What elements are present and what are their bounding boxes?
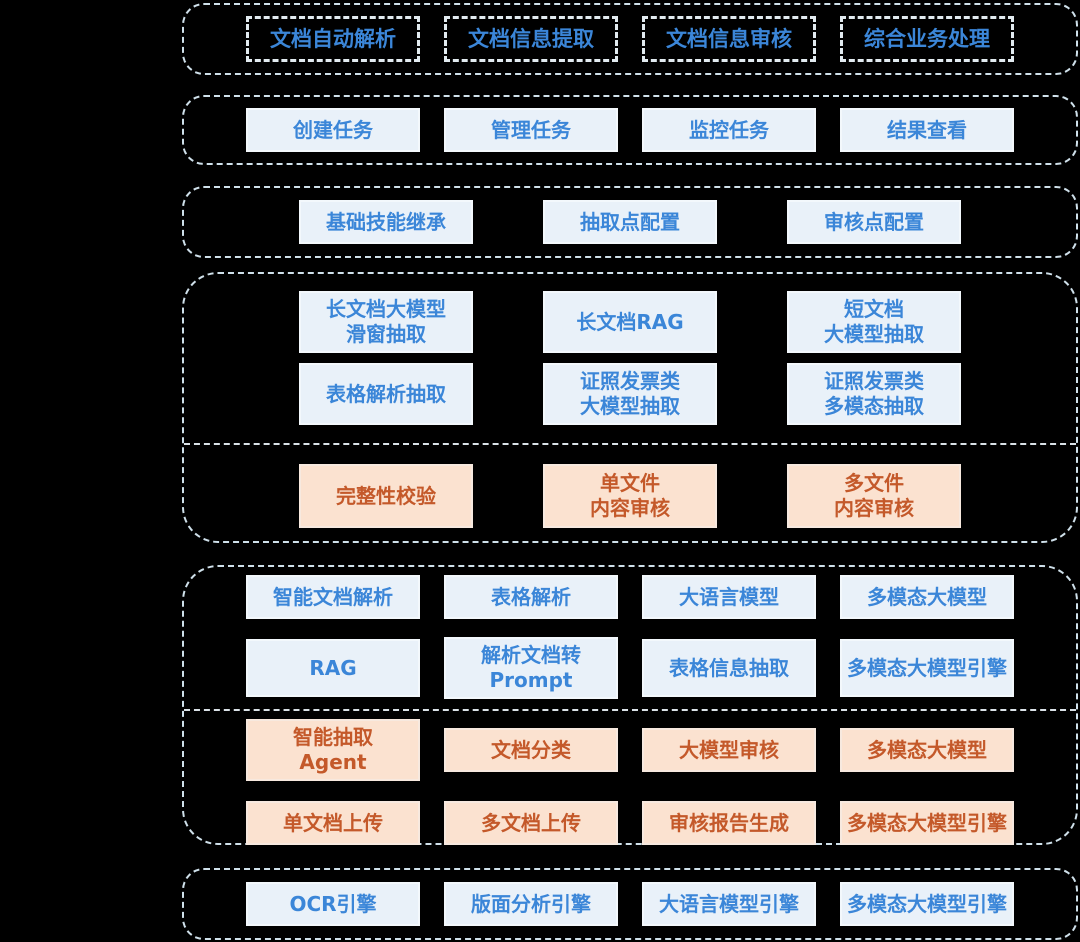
box-ocr-engine: OCR引擎	[246, 882, 420, 926]
row-atomic-4: 单文档上传 多文档上传 审核报告生成 多模态大模型引擎	[184, 801, 1076, 845]
dashed-divider	[184, 443, 1076, 445]
box-general-business-process: 综合业务处理	[840, 16, 1014, 62]
box-multimodal-llm-engine: 多模态大模型引擎	[840, 639, 1014, 697]
box-short-doc-llm-extract: 短文档 大模型抽取	[787, 291, 961, 353]
box-audit-point-config: 审核点配置	[787, 200, 961, 244]
box-smart-doc-parse: 智能文档解析	[246, 575, 420, 619]
box-doc-classify: 文档分类	[444, 728, 618, 772]
layer-extract-audit-skills: 长文档大模型 滑窗抽取 长文档RAG 短文档 大模型抽取 表格解析抽取 证照发票…	[182, 272, 1078, 543]
row-business-scenario: 文档自动解析 文档信息提取 文档信息审核 综合业务处理	[184, 16, 1076, 62]
layer-business-scenario: 文档自动解析 文档信息提取 文档信息审核 综合业务处理	[182, 3, 1078, 75]
box-single-file-content-audit: 单文件 内容审核	[543, 464, 717, 528]
box-audit-report-generate: 审核报告生成	[642, 801, 816, 845]
box-single-doc-upload: 单文档上传	[246, 801, 420, 845]
row-atomic-2: RAG 解析文档转 Prompt 表格信息抽取 多模态大模型引擎	[184, 637, 1076, 699]
box-completeness-check: 完整性校验	[299, 464, 473, 528]
box-multi-file-content-audit: 多文件 内容审核	[787, 464, 961, 528]
box-long-doc-rag: 长文档RAG	[543, 291, 717, 353]
layer-engines: OCR引擎 版面分析引擎 大语言模型引擎 多模态大模型引擎	[182, 868, 1078, 940]
row-audit-skills: 完整性校验 单文件 内容审核 多文件 内容审核	[184, 464, 1076, 528]
box-basic-skill-inherit: 基础技能继承	[299, 200, 473, 244]
box-multimodal-llm-engine-bottom: 多模态大模型引擎	[840, 882, 1014, 926]
box-doc-info-extract: 文档信息提取	[444, 16, 618, 62]
box-multimodal-llm-engine-orange: 多模态大模型引擎	[840, 801, 1014, 845]
box-manage-task: 管理任务	[444, 108, 618, 152]
box-layout-analysis-engine: 版面分析引擎	[444, 882, 618, 926]
box-parse-doc-to-prompt: 解析文档转 Prompt	[444, 637, 618, 699]
diagram-content: 文档自动解析 文档信息提取 文档信息审核 综合业务处理 创建任务	[182, 3, 1078, 940]
box-extract-point-config: 抽取点配置	[543, 200, 717, 244]
box-create-task: 创建任务	[246, 108, 420, 152]
layer-atomic-capabilities: 智能文档解析 表格解析 大语言模型 多模态大模型 RAG 解析文档转 P	[182, 565, 1078, 845]
layer-task-management: 创建任务 管理任务 监控任务 结果查看	[182, 95, 1078, 165]
box-llm-engine: 大语言模型引擎	[642, 882, 816, 926]
box-table-info-extract: 表格信息抽取	[642, 639, 816, 697]
box-llm-audit: 大模型审核	[642, 728, 816, 772]
dashed-divider	[184, 709, 1076, 711]
box-table-parse: 表格解析	[444, 575, 618, 619]
box-doc-auto-parse: 文档自动解析	[246, 16, 420, 62]
box-doc-info-audit: 文档信息审核	[642, 16, 816, 62]
box-cert-invoice-multimodal-extract: 证照发票类 多模态抽取	[787, 363, 961, 425]
row-atomic-1: 智能文档解析 表格解析 大语言模型 多模态大模型	[184, 575, 1076, 619]
row-skill-config: 基础技能继承 抽取点配置 审核点配置	[184, 200, 1076, 244]
box-smart-extract-agent: 智能抽取 Agent	[246, 719, 420, 781]
layer-skill-config: 基础技能继承 抽取点配置 审核点配置	[182, 186, 1078, 258]
box-long-doc-llm-sliding-window-extract: 长文档大模型 滑窗抽取	[299, 291, 473, 353]
row-extract-skills-2: 表格解析抽取 证照发票类 大模型抽取 证照发票类 多模态抽取	[184, 363, 1076, 425]
row-extract-skills-1: 长文档大模型 滑窗抽取 长文档RAG 短文档 大模型抽取	[184, 291, 1076, 353]
box-rag: RAG	[246, 639, 420, 697]
box-llm: 大语言模型	[642, 575, 816, 619]
box-view-results: 结果查看	[840, 108, 1014, 152]
row-task-management: 创建任务 管理任务 监控任务 结果查看	[184, 108, 1076, 152]
box-multimodal-llm: 多模态大模型	[840, 575, 1014, 619]
box-cert-invoice-llm-extract: 证照发票类 大模型抽取	[543, 363, 717, 425]
row-engines: OCR引擎 版面分析引擎 大语言模型引擎 多模态大模型引擎	[184, 882, 1076, 926]
box-multimodal-llm-orange: 多模态大模型	[840, 728, 1014, 772]
box-multi-doc-upload: 多文档上传	[444, 801, 618, 845]
box-monitor-task: 监控任务	[642, 108, 816, 152]
row-atomic-3: 智能抽取 Agent 文档分类 大模型审核 多模态大模型	[184, 719, 1076, 781]
box-table-parse-extract: 表格解析抽取	[299, 363, 473, 425]
